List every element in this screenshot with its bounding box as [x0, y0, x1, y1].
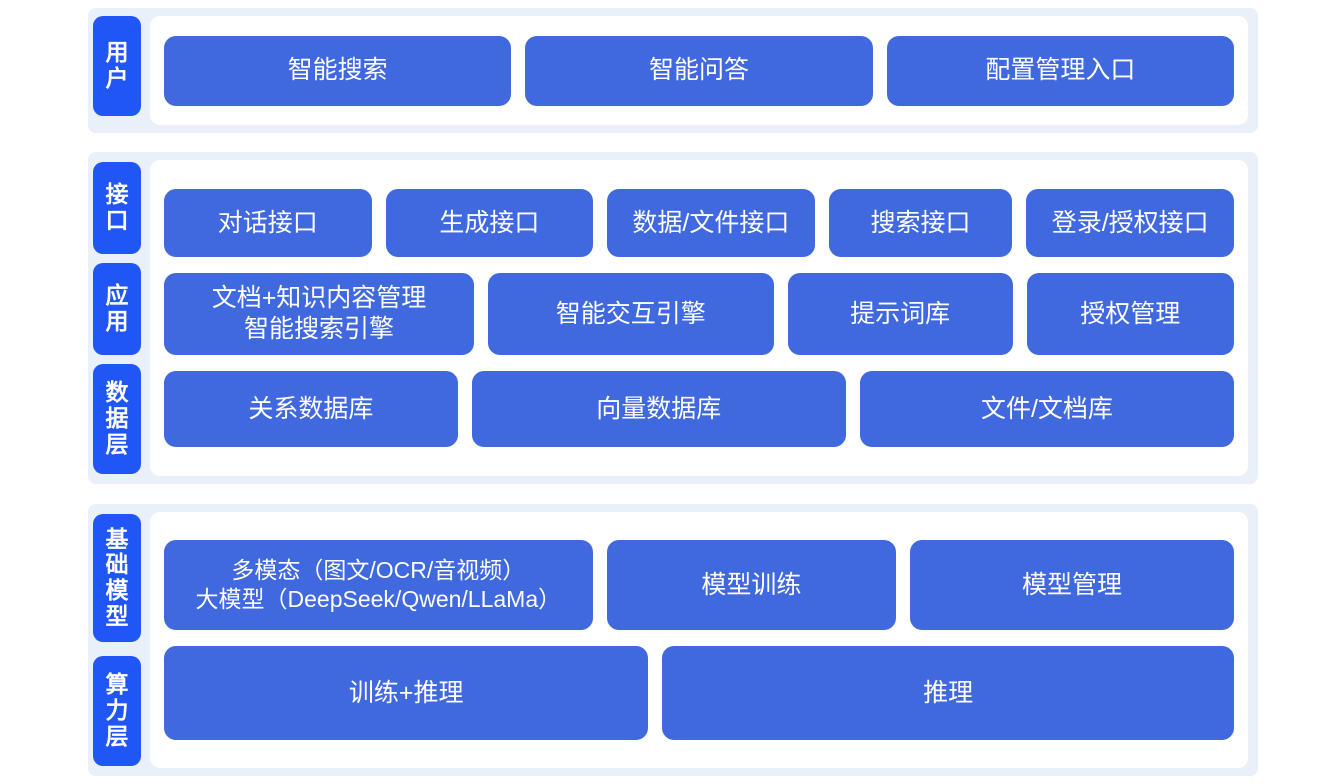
layer-tag-char: 口 [105, 207, 129, 233]
card-intelligent-qa[interactable]: 智能问答 [525, 35, 873, 106]
card-multimodal-large-model[interactable]: 多模态（图文/OCR/音视频） 大模型（DeepSeek/Qwen/LLaMa） [164, 540, 593, 630]
card-row-compute: 训练+推理 推理 [164, 646, 1234, 740]
card-intelligent-interaction-engine[interactable]: 智能交互引擎 [488, 273, 774, 355]
layer-tag-compute[interactable]: 算 力 层 [93, 656, 141, 766]
card-model-management[interactable]: 模型管理 [910, 540, 1234, 630]
layer-tag-foundation-model[interactable]: 基 础 模 型 [93, 514, 141, 642]
layer-tag-char: 层 [105, 722, 129, 749]
card-prompt-library[interactable]: 提示词库 [787, 273, 1013, 355]
card-file-document-store[interactable]: 文件/文档库 [859, 371, 1234, 447]
layer-panel-user: 智能搜索 智能问答 配置管理入口 [150, 16, 1248, 125]
layer-tag-char: 户 [105, 65, 129, 91]
layer-tag-column-mid: 接 口 应 用 数 据 层 [88, 152, 146, 484]
layer-tag-char: 模 [105, 577, 129, 603]
layer-tag-interface[interactable]: 接 口 [93, 162, 141, 254]
layer-group-interface-app-data: 接 口 应 用 数 据 层 对话接口 生成接口 数据/文件接口 搜索接口 登录/… [88, 152, 1258, 484]
card-generation-api[interactable]: 生成接口 [385, 189, 594, 257]
layer-group-user: 用 户 智能搜索 智能问答 配置管理入口 [88, 8, 1258, 133]
card-data-file-api[interactable]: 数据/文件接口 [607, 189, 815, 257]
card-search-api[interactable]: 搜索接口 [828, 189, 1013, 257]
card-row-interface: 对话接口 生成接口 数据/文件接口 搜索接口 登录/授权接口 [164, 189, 1234, 257]
card-model-training[interactable]: 模型训练 [606, 540, 897, 630]
card-row-model: 多模态（图文/OCR/音视频） 大模型（DeepSeek/Qwen/LLaMa）… [164, 540, 1234, 630]
card-authorization-management[interactable]: 授权管理 [1026, 273, 1234, 355]
layer-tag-column-bottom: 基 础 模 型 算 力 层 [88, 504, 146, 776]
card-row-application: 文档+知识内容管理 智能搜索引擎 智能交互引擎 提示词库 授权管理 [164, 273, 1234, 355]
card-training-plus-inference[interactable]: 训练+推理 [164, 646, 649, 740]
layer-tag-char: 接 [105, 181, 129, 208]
card-login-auth-api[interactable]: 登录/授权接口 [1026, 189, 1234, 257]
layer-panel-bottom: 多模态（图文/OCR/音视频） 大模型（DeepSeek/Qwen/LLaMa）… [150, 512, 1248, 768]
layer-tag-char: 层 [105, 430, 129, 457]
layer-tag-data[interactable]: 数 据 层 [93, 364, 141, 474]
layer-panel-mid: 对话接口 生成接口 数据/文件接口 搜索接口 登录/授权接口 文档+知识内容管理… [150, 160, 1248, 476]
layer-tag-char: 据 [105, 405, 129, 432]
card-config-management-entry[interactable]: 配置管理入口 [886, 35, 1234, 106]
card-row-data: 关系数据库 向量数据库 文件/文档库 [164, 371, 1234, 447]
card-vector-database[interactable]: 向量数据库 [471, 371, 846, 447]
layer-tag-char: 数 [105, 379, 129, 406]
card-dialog-api[interactable]: 对话接口 [164, 189, 372, 257]
layer-tag-char: 用 [105, 39, 129, 66]
layer-tag-char: 算 [105, 671, 129, 698]
card-intelligent-search[interactable]: 智能搜索 [164, 35, 512, 106]
layer-tag-char: 用 [105, 308, 129, 334]
card-document-knowledge-management[interactable]: 文档+知识内容管理 智能搜索引擎 [164, 273, 474, 355]
card-relational-database[interactable]: 关系数据库 [164, 371, 458, 447]
layer-tag-user[interactable]: 用 户 [93, 16, 141, 116]
card-inference[interactable]: 推理 [662, 646, 1234, 740]
layer-tag-char: 力 [105, 697, 129, 724]
layer-tag-column-user: 用 户 [88, 8, 146, 133]
card-row-user-entries: 智能搜索 智能问答 配置管理入口 [164, 35, 1234, 106]
layer-group-model-compute: 基 础 模 型 算 力 层 多模态（图文/OCR/音视频） 大模型（DeepSe… [88, 504, 1258, 776]
layer-tag-char: 型 [105, 602, 129, 629]
layer-tag-char: 基 [105, 525, 129, 552]
layer-tag-application[interactable]: 应 用 [93, 263, 141, 355]
layer-tag-char: 应 [105, 282, 129, 309]
layer-tag-char: 础 [105, 551, 129, 578]
